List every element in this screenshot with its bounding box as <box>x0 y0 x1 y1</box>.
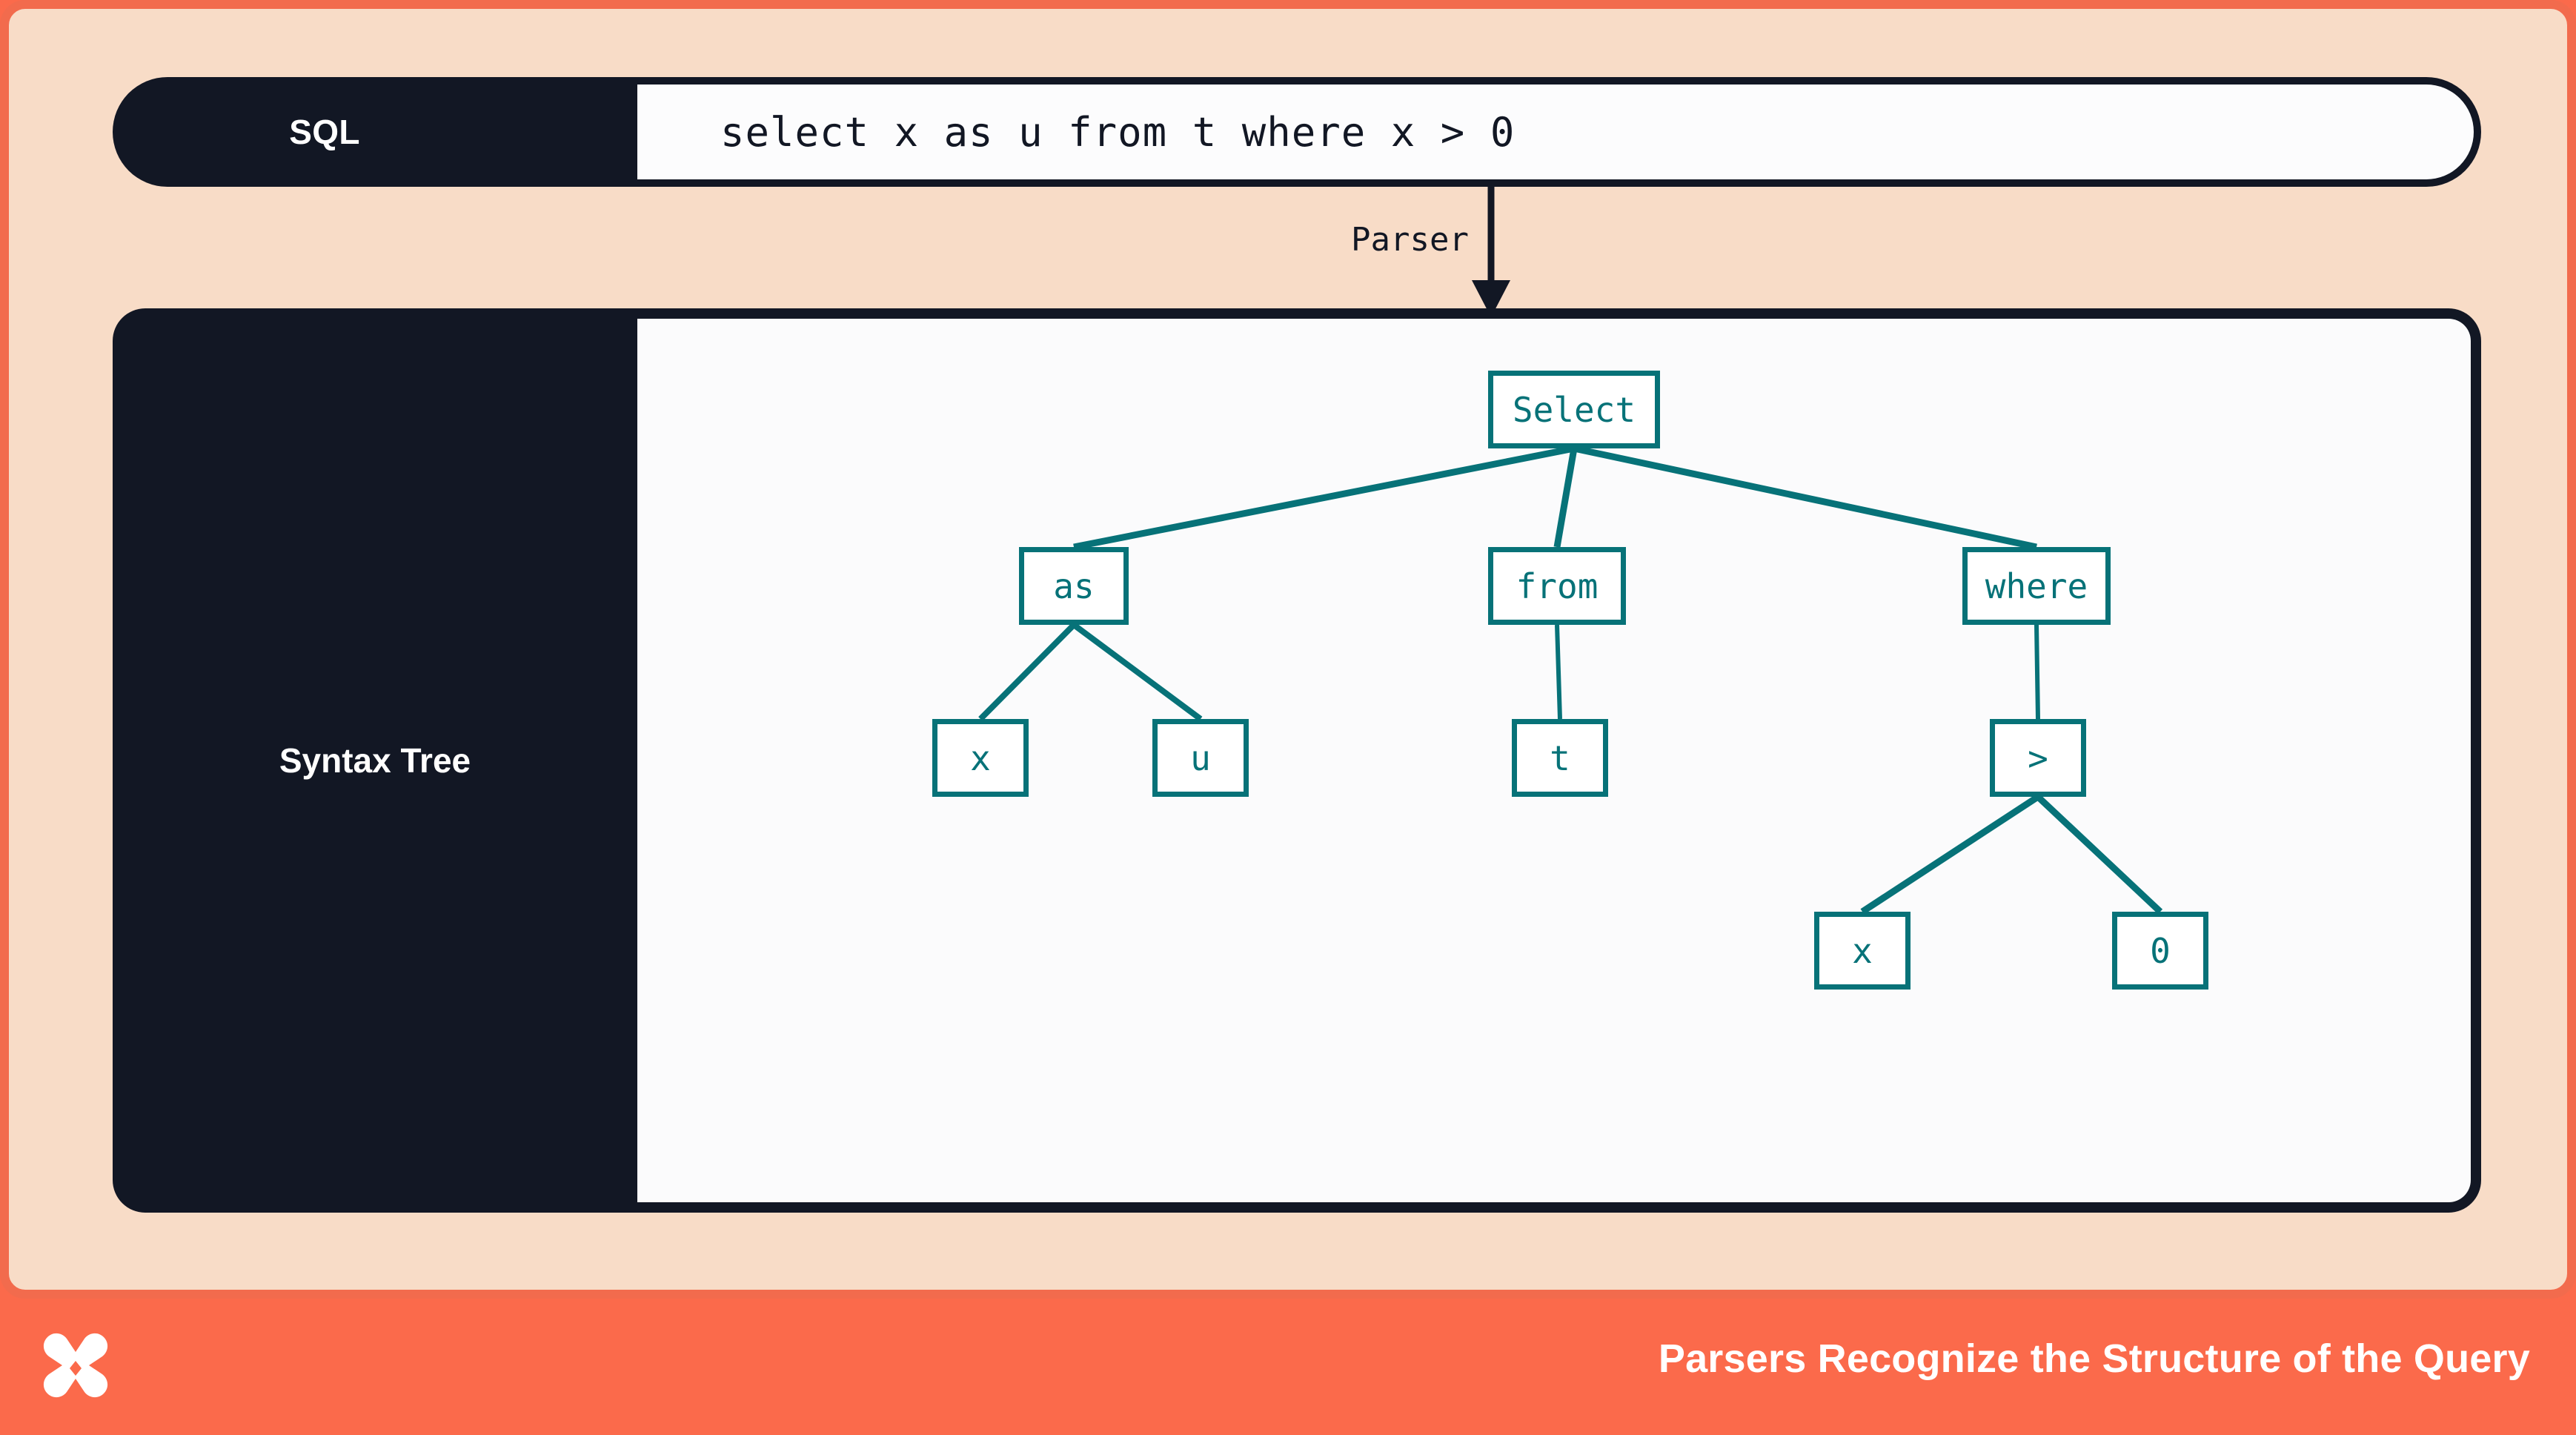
arrow-down-icon <box>1472 187 1510 317</box>
tree-node-label: from <box>1516 566 1599 606</box>
tree-node-label: > <box>2028 738 2048 778</box>
tree-node-label: t <box>1550 738 1570 778</box>
tree-node-label: Select <box>1512 389 1636 430</box>
tree-node-label: where <box>1985 566 2088 606</box>
x-star-logo <box>34 1327 117 1410</box>
tree-node-t[interactable]: t <box>1512 719 1608 797</box>
tree-node-select[interactable]: Select <box>1488 371 1660 448</box>
content-card: SQL select x as u from t where x > 0 Par… <box>0 0 2576 1299</box>
tree-node-label: as <box>1053 566 1095 606</box>
parser-arrow-label: Parser <box>1351 221 1469 259</box>
tree-node-label: x <box>970 738 991 778</box>
tree-node-as[interactable]: as <box>1019 547 1129 625</box>
sql-row-label: SQL <box>289 113 360 151</box>
tree-node-label: x <box>1852 930 1873 971</box>
tree-node-from[interactable]: from <box>1488 547 1626 625</box>
tree-node-label: 0 <box>2150 930 2171 971</box>
tree-node-greater-than[interactable]: > <box>1990 719 2086 797</box>
tree-node-u[interactable]: u <box>1152 719 1249 797</box>
footer-caption: Parsers Recognize the Structure of the Q… <box>1658 1336 2530 1381</box>
tree-node-zero[interactable]: 0 <box>2112 912 2208 990</box>
tree-node-x-predicate[interactable]: x <box>1814 912 1911 990</box>
syntax-tree-card: Syntax Tree <box>113 308 2481 1213</box>
parser-flow-arrow: Parser <box>1239 187 1624 320</box>
syntax-tree-label: Syntax Tree <box>279 741 471 780</box>
tree-node-where[interactable]: where <box>1962 547 2111 625</box>
tree-edges <box>978 445 2163 915</box>
sql-query-field[interactable]: select x as u from t where x > 0 <box>637 84 2474 179</box>
footer-bar: Parsers Recognize the Structure of the Q… <box>0 1299 2576 1435</box>
syntax-tree-canvas: Select as from where x u t <box>637 319 2471 1202</box>
tree-node-x-alias[interactable]: x <box>932 719 1029 797</box>
sql-query-text: select x as u from t where x > 0 <box>720 108 1516 156</box>
tree-node-label: u <box>1190 738 1211 778</box>
sql-row: SQL select x as u from t where x > 0 <box>113 77 2481 187</box>
